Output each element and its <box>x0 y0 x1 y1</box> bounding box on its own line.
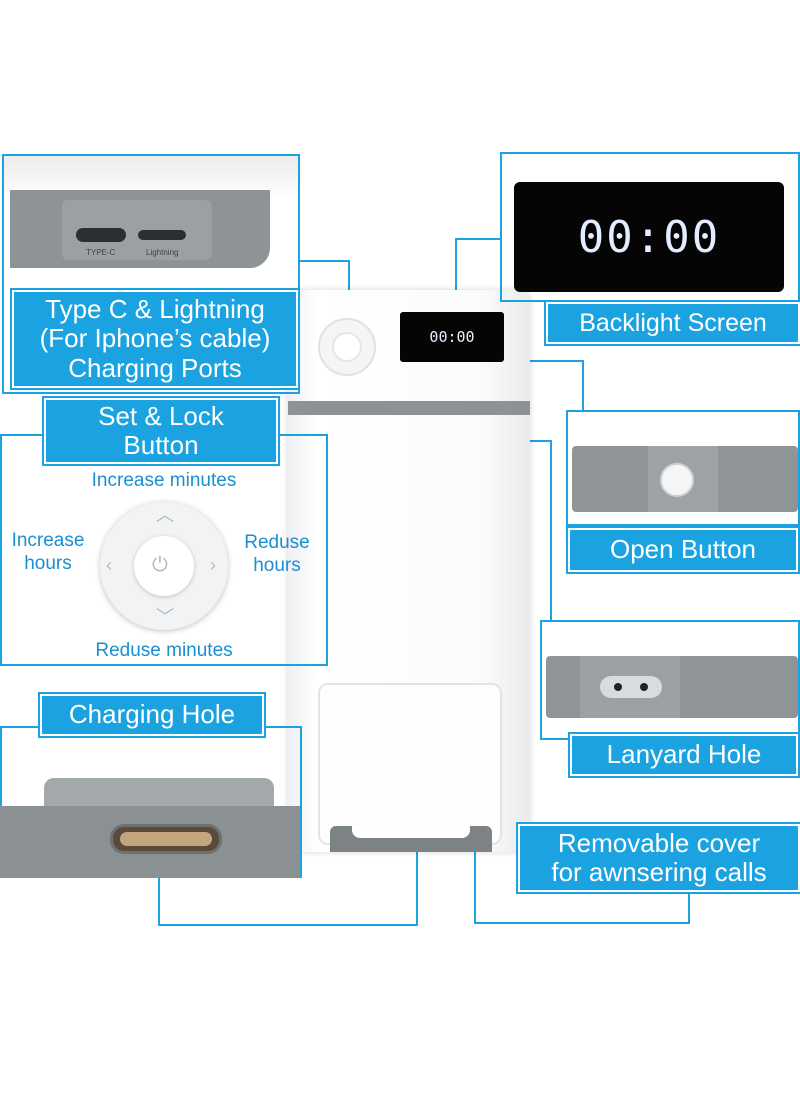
connector-line <box>550 440 552 622</box>
chevron-up-icon: ︿ <box>156 505 174 525</box>
device-seam <box>288 401 530 415</box>
set-lock-label: Set & Lock Button <box>42 396 280 466</box>
connector-line <box>416 844 418 926</box>
connector-line <box>298 260 350 262</box>
connector-line <box>530 440 552 442</box>
lanyard-hole-dot <box>640 683 648 691</box>
lanyard-hole-label: Lanyard Hole <box>568 732 800 778</box>
lanyard-hole <box>600 676 662 698</box>
lightning-caption: Lightning <box>146 248 179 257</box>
connector-line <box>158 924 418 926</box>
device-bottom-notch <box>352 826 470 838</box>
connector-line <box>582 360 584 412</box>
charging-contact <box>120 832 212 846</box>
backlight-screen <box>514 182 784 292</box>
increase-minutes-text: Increase minutes <box>91 470 237 491</box>
reduse-hours-text: Reduse hours <box>244 532 310 576</box>
lightning-port <box>138 230 186 240</box>
increase-hours-text: Increase hours <box>11 530 85 574</box>
connector-line <box>688 890 690 924</box>
connector-line <box>474 922 690 924</box>
ports-inset-frame <box>2 154 300 394</box>
lanyard-hole-dot <box>614 683 622 691</box>
type-c-caption: TYPE-C <box>86 248 116 257</box>
open-button-inset-frame <box>566 410 800 526</box>
connector-line <box>158 876 160 926</box>
open-button-label: Open Button <box>566 526 800 574</box>
charging-hole-label: Charging Hole <box>38 692 266 738</box>
chevron-left-icon: ‹ <box>106 555 112 575</box>
chevron-right-icon: › <box>210 555 216 575</box>
open-button <box>660 463 694 497</box>
removable-cover-label: Removable cover for awnsering calls <box>516 822 800 894</box>
set-lock-dial-center <box>134 536 194 596</box>
type-c-port <box>76 228 126 242</box>
power-lock-icon: ⏻ <box>152 554 168 576</box>
connector-line <box>455 238 457 312</box>
connector-line <box>455 238 500 240</box>
charging-casing-top <box>44 778 274 808</box>
connector-line <box>530 360 584 362</box>
device-screen <box>400 312 504 362</box>
reduse-minutes-text: Reduse minutes <box>95 640 233 661</box>
connector-line <box>348 260 350 292</box>
device-screen-readout: 00:00 <box>429 328 475 346</box>
screen-inset-frame <box>500 152 800 302</box>
ports-label: Type C & Lightning (For Iphone’s cable) … <box>10 288 300 390</box>
removable-cover <box>318 683 502 845</box>
backlight-screen-label: Backlight Screen <box>544 300 800 346</box>
device-set-lock-button-center <box>332 332 362 362</box>
chevron-down-icon: ﹀ <box>156 607 174 627</box>
screen-readout: 00:00 <box>577 211 721 263</box>
